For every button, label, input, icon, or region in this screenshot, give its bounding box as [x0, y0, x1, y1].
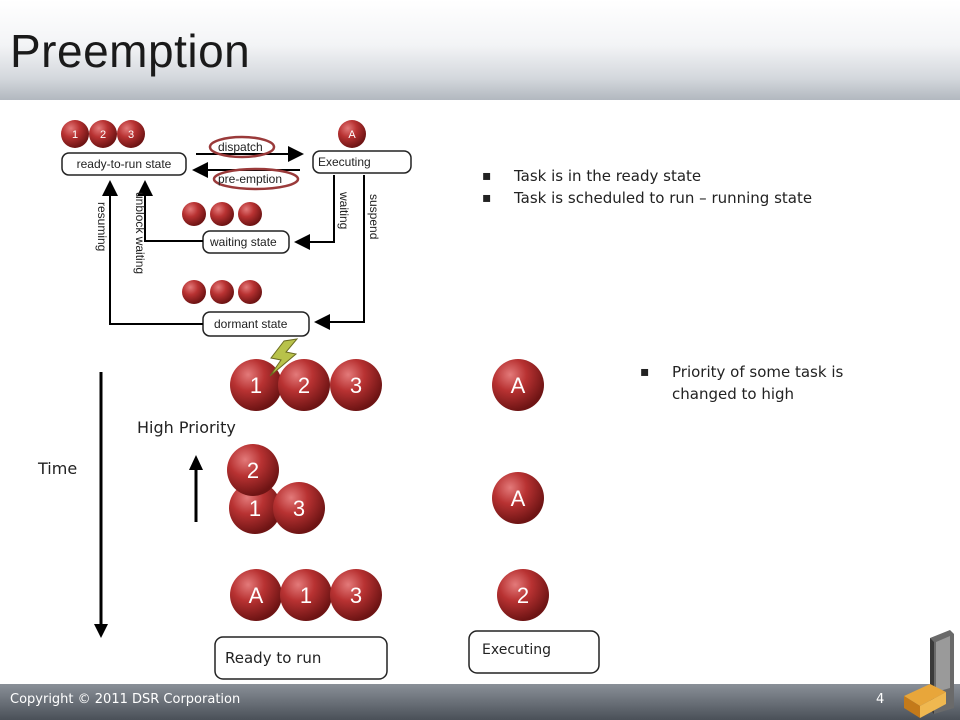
bullets-bottom: Priority of some task is changed to high — [640, 361, 870, 405]
bullet-priority-change: Priority of some task is changed to high — [640, 361, 870, 405]
svg-text:2: 2 — [298, 373, 310, 398]
dormant-ball-2 — [210, 280, 234, 304]
waiting-state-label: waiting state — [209, 235, 277, 249]
svg-text:3: 3 — [128, 129, 134, 141]
executing-state-label: Executing — [318, 155, 371, 169]
unblock-waiting-arrow — [137, 180, 203, 242]
row2-ready-ball-3: 3 — [273, 482, 325, 534]
ready-state-label: ready-to-run state — [77, 157, 172, 171]
svg-text:A: A — [249, 583, 264, 608]
company-logo — [904, 630, 954, 718]
time-label: Time — [37, 459, 77, 478]
executing-box — [468, 630, 600, 674]
suspend-arrow — [314, 175, 365, 330]
row1-exec-ball: A — [492, 359, 544, 411]
bullets-top: Task is in the ready state Task is sched… — [482, 165, 862, 209]
waiting-arrow — [294, 175, 335, 250]
dormant-ball-1 — [182, 280, 206, 304]
row3-ready-ball-1: 1 — [280, 569, 332, 621]
preemption-label: pre-emption — [218, 172, 282, 186]
row3-exec-ball: 2 — [497, 569, 549, 621]
svg-text:1: 1 — [249, 496, 261, 521]
svg-text:A: A — [511, 486, 526, 511]
svg-text:2: 2 — [100, 129, 106, 141]
unblock-waiting-label: unblock waiting — [133, 192, 147, 274]
ready-state-box — [61, 152, 187, 176]
lightning-bolt-icon — [269, 338, 299, 377]
ready-ball-small-1: 1 — [61, 120, 89, 148]
dormant-state-label: dormant state — [214, 317, 288, 331]
dispatch-label: dispatch — [218, 140, 263, 154]
svg-text:1: 1 — [300, 583, 312, 608]
slide-footer — [0, 684, 960, 720]
svg-text:2: 2 — [517, 583, 529, 608]
slide-header — [0, 0, 960, 100]
svg-text:1: 1 — [250, 373, 262, 398]
page-number: 4 — [876, 692, 885, 707]
row1-ready-ball-1: 1 — [230, 359, 282, 411]
svg-text:2: 2 — [247, 458, 259, 483]
ready-to-run-label: Ready to run — [225, 649, 321, 667]
waiting-ball-2 — [210, 202, 234, 226]
row3-ready-ball-3: 3 — [330, 569, 382, 621]
high-priority-label: High Priority — [137, 418, 236, 437]
svg-text:1: 1 — [72, 129, 78, 141]
executing-state-box — [312, 150, 412, 174]
waiting-ball-1 — [182, 202, 206, 226]
svg-text:3: 3 — [350, 583, 362, 608]
dormant-ball-3 — [238, 280, 262, 304]
executing-ball-small: A — [338, 120, 366, 148]
bullet-running-state: Task is scheduled to run – running state — [482, 187, 862, 209]
high-priority-arrow-head — [189, 455, 203, 470]
waiting-label: waiting — [337, 191, 351, 229]
svg-text:3: 3 — [350, 373, 362, 398]
dispatch-ellipse — [208, 135, 276, 159]
resuming-arrow — [102, 180, 203, 325]
row2-ready-ball-1: 1 — [229, 482, 281, 534]
svg-text:A: A — [511, 373, 526, 398]
suspend-label: suspend — [367, 194, 381, 239]
time-arrow-head — [94, 624, 108, 638]
slide-title: Preemption — [10, 25, 251, 77]
row3-ready-ball-a: A — [230, 569, 282, 621]
svg-text:3: 3 — [293, 496, 305, 521]
ready-to-run-box — [214, 636, 388, 680]
preemption-ellipse — [212, 167, 300, 191]
row1-ready-ball-3: 3 — [330, 359, 382, 411]
svg-text:A: A — [348, 129, 356, 141]
row2-exec-ball: A — [492, 472, 544, 524]
executing-box-label: Executing — [482, 642, 551, 658]
row1-ready-ball-2: 2 — [278, 359, 330, 411]
row2-ready-ball-2: 2 — [227, 444, 279, 496]
copyright-text: Copyright © 2011 DSR Corporation — [10, 692, 241, 707]
ready-ball-small-3: 3 — [117, 120, 145, 148]
ready-ball-small-2: 2 — [89, 120, 117, 148]
resuming-label: resuming — [95, 202, 109, 251]
waiting-ball-3 — [238, 202, 262, 226]
bullet-ready-state: Task is in the ready state — [482, 165, 862, 187]
